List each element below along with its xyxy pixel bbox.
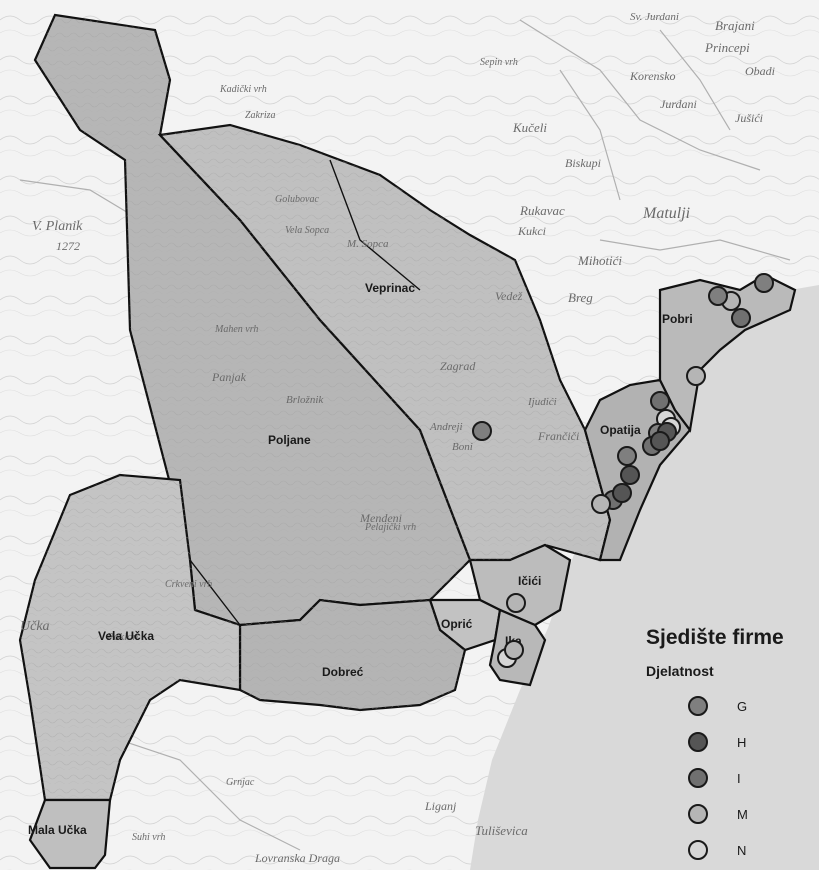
basemap-label: Brajani — [715, 18, 755, 33]
region-label-icici: Ičići — [518, 574, 541, 588]
basemap-label: Zagrad — [440, 359, 476, 373]
firm-point-m — [506, 593, 526, 613]
basemap-label: Boni — [452, 441, 473, 453]
basemap-label: Zakriza — [245, 110, 276, 121]
basemap-label: Jurdani — [660, 97, 697, 111]
sea-area — [470, 285, 819, 870]
region-label-vela-ucka: Vela Učka — [98, 629, 154, 643]
firm-point-g — [472, 421, 492, 441]
legend-swatch-i — [688, 768, 708, 788]
basemap-label: Golubovac — [275, 194, 319, 205]
firm-point-m — [591, 494, 611, 514]
legend-items: G H I M N — [688, 696, 748, 860]
basemap-label: Mahen vrh — [214, 324, 258, 335]
basemap-label: Brložnik — [286, 394, 324, 406]
basemap-label: Breg — [568, 290, 593, 305]
region-label-opric: Oprić — [441, 617, 473, 631]
basemap-label: M. Sopca — [346, 238, 389, 250]
legend-subtitle: Djelatnost — [646, 663, 714, 679]
legend-title: Sjedište firme — [646, 626, 784, 649]
road-network — [19, 19, 791, 851]
basemap-label: 1272 — [56, 239, 80, 253]
basemap-label: Pelajički vrh — [364, 522, 416, 533]
basemap-label: Grnjac — [226, 777, 255, 788]
basemap-label: Kadički vrh — [219, 84, 267, 95]
basemap-label: Vela Sopca — [285, 225, 329, 236]
legend-swatch-h — [688, 732, 708, 752]
basemap-label: Suhi vrh — [132, 832, 165, 843]
region-pobri — [658, 273, 797, 433]
basemap-label: Rukavac — [519, 203, 565, 218]
basemap-label: V. Planik — [32, 219, 83, 234]
basemap-label: Lovranska Draga — [254, 851, 340, 865]
region-label-dobrec: Dobreć — [322, 665, 364, 679]
relief-overlay — [20, 15, 610, 800]
basemap-label: Vedež — [495, 289, 523, 303]
legend-label-g: G — [737, 699, 747, 714]
firm-point-g — [708, 286, 728, 306]
basemap-label: Biskupi — [565, 156, 601, 170]
basemap-label: Sepin vrh — [480, 57, 518, 68]
basemap-label: Jušići — [735, 111, 763, 125]
firm-point-m — [686, 366, 706, 386]
basemap-label: Crkveni vrh — [165, 579, 212, 590]
basemap-label: Matulji — [642, 205, 690, 222]
basemap-label: Andreji — [429, 421, 463, 433]
basemap-label: Kučeli — [512, 120, 547, 135]
firm-point-h — [620, 465, 640, 485]
legend-swatch-g — [688, 696, 708, 716]
basemap-label: Frančiči — [537, 429, 579, 443]
basemap-label: Obadi — [745, 64, 775, 78]
basemap-label: Korensko — [629, 69, 676, 83]
region-label-veprinac: Veprinac — [365, 281, 415, 295]
firm-point-g — [617, 446, 637, 466]
basemap-label: Ijudići — [527, 396, 557, 408]
legend-label-n: N — [737, 843, 746, 858]
legend-label-m: M — [737, 807, 748, 822]
region-label-pobri: Pobri — [662, 312, 693, 326]
legend-label-h: H — [737, 735, 746, 750]
basemap-label: Kukci — [517, 224, 546, 238]
legend: Sjedište firme Djelatnost G H I M N — [646, 626, 784, 860]
firm-point-i — [731, 308, 751, 328]
basemap-label: Poklon — [106, 631, 139, 643]
basemap-label: Učka — [20, 619, 50, 634]
basemap-label: Liganj — [424, 799, 457, 813]
basemap-label: Mihotići — [577, 253, 622, 268]
basemap-label: Mendeni — [359, 511, 402, 525]
firm-point-i — [650, 391, 670, 411]
region-label-poljane: Poljane — [268, 433, 311, 447]
legend-swatch-n — [688, 840, 708, 860]
firm-points — [472, 273, 774, 668]
firm-point-g — [754, 273, 774, 293]
region-label-opatija: Opatija — [600, 423, 641, 437]
basemap-label: Panjak — [211, 370, 247, 384]
basemap-label: Princepi — [704, 40, 750, 55]
internal-borders — [189, 159, 421, 626]
legend-label-i: I — [737, 771, 741, 786]
basemap-label: Sv. Jurdani — [630, 11, 679, 23]
region-labels: VeprinacPoljaneOpatijaPobriIčićiOprićIka… — [28, 281, 693, 837]
firm-point-h — [612, 483, 632, 503]
basemap-label: Tuliševica — [475, 823, 528, 838]
firm-point-h — [650, 431, 670, 451]
firm-point-m — [504, 640, 524, 660]
legend-swatch-m — [688, 804, 708, 824]
region-label-mala-ucka: Mala Učka — [28, 823, 87, 837]
